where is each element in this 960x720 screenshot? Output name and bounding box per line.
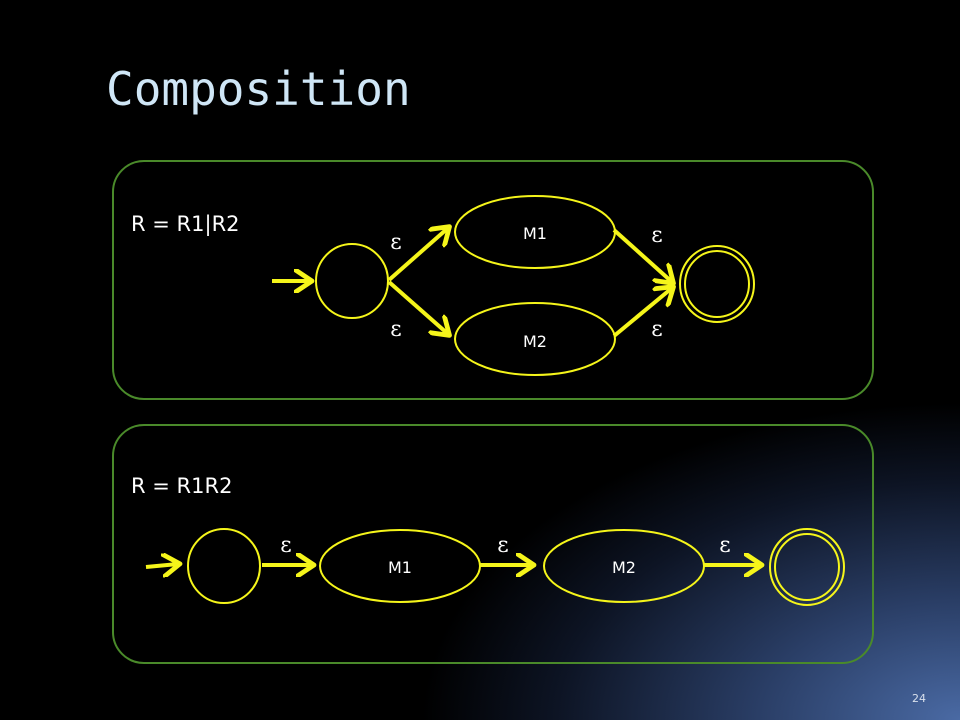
concat-start-arrow — [145, 564, 178, 567]
machine-m1-union-label: M1 — [523, 224, 547, 243]
concat-accept-state-inner — [774, 533, 840, 601]
machine-m2-union — [454, 302, 616, 376]
union-epsilon-label-bottom-in: ε — [390, 317, 401, 342]
concat-start-state — [187, 528, 261, 604]
union-formula: R = R1|R2 — [131, 212, 240, 236]
slide-number: 24 — [912, 692, 926, 705]
concatenation-formula: R = R1R2 — [131, 474, 233, 498]
union-epsilon-label-top-in: ε — [390, 230, 401, 255]
union-epsilon-label-top-out: ε — [651, 223, 662, 248]
union-epsilon-label-bottom-out: ε — [651, 317, 662, 342]
union-accept-state-inner — [684, 250, 750, 318]
union-start-state — [315, 243, 389, 319]
union-accept-state-outer — [679, 245, 755, 323]
union-epsilon-edge-top-out — [612, 228, 672, 282]
machine-m1-concat-label: M1 — [388, 558, 412, 577]
concatenation-panel — [112, 424, 874, 664]
union-epsilon-edge-bottom-in — [387, 280, 448, 334]
slide-title: Composition — [106, 62, 411, 116]
machine-m2-union-label: M2 — [523, 332, 547, 351]
concat-epsilon-label-3: ε — [719, 533, 730, 558]
concatenation-diagram: M1 M2 ε ε ε — [145, 528, 845, 606]
concat-epsilon-label-1: ε — [280, 533, 291, 558]
union-panel — [112, 160, 874, 400]
union-epsilon-edge-bottom-out — [612, 288, 672, 338]
union-epsilon-edge-top-in — [387, 228, 448, 282]
machine-m2-concat-label: M2 — [612, 558, 636, 577]
concat-epsilon-label-2: ε — [497, 533, 508, 558]
concat-accept-state-outer — [769, 528, 845, 606]
union-diagram: M1 M2 ε ε ε ε — [272, 195, 755, 376]
